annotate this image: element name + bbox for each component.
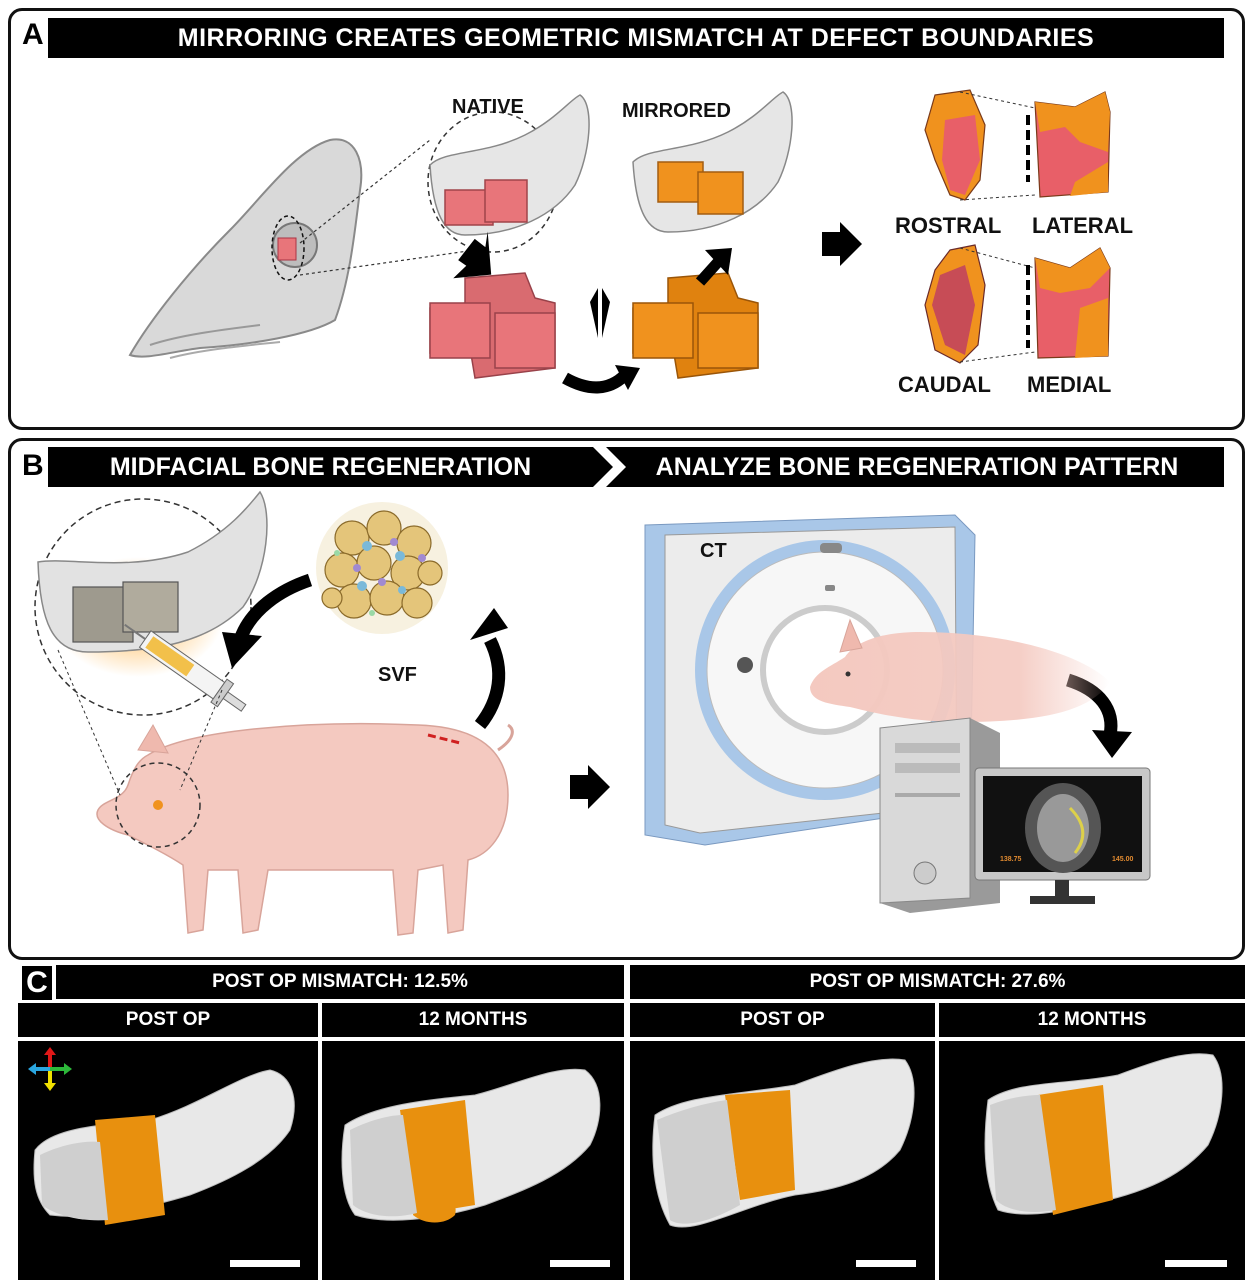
arrow-right-icon-b <box>570 765 610 809</box>
ct-label: CT <box>700 540 727 563</box>
scale-bar-3 <box>856 1260 916 1267</box>
group-1-title: POST OP MISMATCH: 12.5% <box>56 965 624 999</box>
col-12-months-2: 12 MONTHS <box>939 1003 1245 1037</box>
scale-bar-1 <box>230 1260 300 1267</box>
group-2-title: POST OP MISMATCH: 27.6% <box>630 965 1245 999</box>
curved-arrow-svf-to-implant <box>240 580 310 640</box>
monitor-value-left: 138.75 <box>1000 856 1021 863</box>
bone-render-post-op-1 <box>30 1070 300 1235</box>
col-12-months-1: 12 MONTHS <box>322 1003 624 1037</box>
col-post-op-2: POST OP <box>630 1003 935 1037</box>
monitor-value-right: 145.00 <box>1112 856 1133 863</box>
scale-bar-2 <box>550 1260 610 1267</box>
ct-monitor <box>975 768 1150 913</box>
bone-render-post-op-2 <box>645 1055 920 1245</box>
orientation-axes-icon <box>28 1047 72 1091</box>
curved-arrow-pig-to-svf <box>480 640 499 725</box>
bone-render-12-months-1 <box>335 1065 605 1240</box>
col-post-op-1: POST OP <box>18 1003 318 1037</box>
panel-c-letter: C <box>22 966 52 1000</box>
bone-render-12-months-2 <box>978 1050 1228 1235</box>
scale-bar-4 <box>1165 1260 1227 1267</box>
